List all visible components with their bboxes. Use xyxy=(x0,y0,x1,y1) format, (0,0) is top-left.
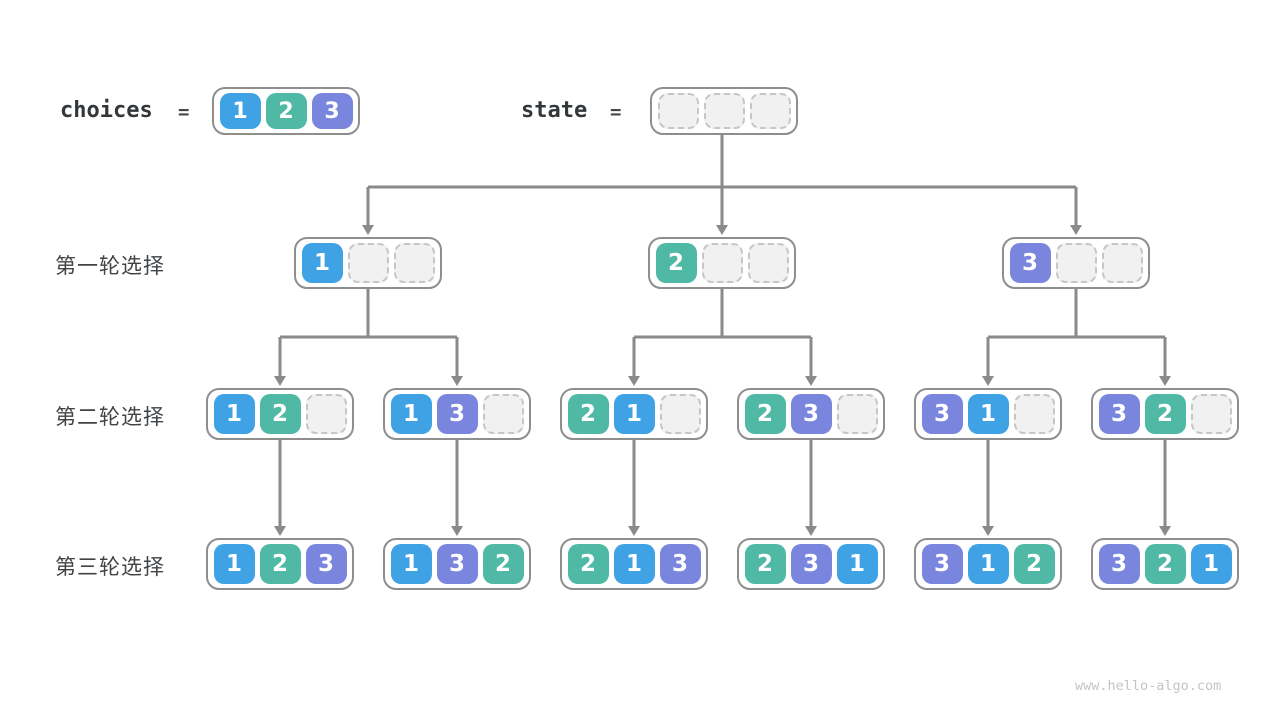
choices-equals-sign: = xyxy=(178,101,190,123)
value-cell-1: 1 xyxy=(613,544,655,584)
choices-label: choices xyxy=(60,98,153,123)
state-array-box xyxy=(650,87,798,135)
value-cell-3: 3 xyxy=(921,544,963,584)
value-cell-2: 2 xyxy=(744,544,786,584)
value-cell-1: 1 xyxy=(301,243,343,283)
value-cell-1: 1 xyxy=(836,544,878,584)
empty-slot xyxy=(1013,394,1055,434)
empty-slot xyxy=(657,93,699,129)
value-cell-3: 3 xyxy=(1009,243,1051,283)
round-2-label: 第二轮选择 xyxy=(55,406,165,429)
value-cell-1: 1 xyxy=(1190,544,1232,584)
empty-slot xyxy=(701,243,743,283)
tree-node-round1-2: 2 xyxy=(648,237,796,289)
empty-slot xyxy=(749,93,791,129)
empty-slot xyxy=(347,243,389,283)
empty-slot xyxy=(836,394,878,434)
empty-slot xyxy=(747,243,789,283)
empty-slot xyxy=(1190,394,1232,434)
value-cell-3: 3 xyxy=(311,93,353,129)
value-cell-1: 1 xyxy=(613,394,655,434)
value-cell-2: 2 xyxy=(482,544,524,584)
value-cell-3: 3 xyxy=(305,544,347,584)
watermark: www.hello-algo.com xyxy=(1075,678,1222,694)
value-cell-3: 3 xyxy=(436,394,478,434)
value-cell-1: 1 xyxy=(967,394,1009,434)
round-1-label: 第一轮选择 xyxy=(55,255,165,278)
value-cell-2: 2 xyxy=(1144,544,1186,584)
round-3-label: 第三轮选择 xyxy=(55,556,165,579)
value-cell-2: 2 xyxy=(265,93,307,129)
empty-slot xyxy=(659,394,701,434)
empty-slot xyxy=(393,243,435,283)
value-cell-1: 1 xyxy=(390,394,432,434)
value-cell-1: 1 xyxy=(213,394,255,434)
value-cell-3: 3 xyxy=(436,544,478,584)
value-cell-3: 3 xyxy=(790,394,832,434)
empty-slot xyxy=(482,394,524,434)
value-cell-2: 2 xyxy=(655,243,697,283)
value-cell-3: 3 xyxy=(1098,544,1140,584)
tree-node-round1-3: 3 xyxy=(1002,237,1150,289)
value-cell-1: 1 xyxy=(967,544,1009,584)
empty-slot xyxy=(703,93,745,129)
value-cell-3: 3 xyxy=(659,544,701,584)
value-cell-3: 3 xyxy=(790,544,832,584)
value-cell-2: 2 xyxy=(1013,544,1055,584)
value-cell-2: 2 xyxy=(744,394,786,434)
state-equals-sign: = xyxy=(610,101,622,123)
value-cell-2: 2 xyxy=(567,544,609,584)
value-cell-3: 3 xyxy=(921,394,963,434)
empty-slot xyxy=(1055,243,1097,283)
state-label: state xyxy=(521,98,588,123)
value-cell-3: 3 xyxy=(1098,394,1140,434)
value-cell-1: 1 xyxy=(213,544,255,584)
value-cell-2: 2 xyxy=(1144,394,1186,434)
tree-node-round1-1: 1 xyxy=(294,237,442,289)
empty-slot xyxy=(305,394,347,434)
empty-slot xyxy=(1101,243,1143,283)
value-cell-2: 2 xyxy=(567,394,609,434)
value-cell-1: 1 xyxy=(390,544,432,584)
value-cell-2: 2 xyxy=(259,394,301,434)
value-cell-1: 1 xyxy=(219,93,261,129)
value-cell-2: 2 xyxy=(259,544,301,584)
